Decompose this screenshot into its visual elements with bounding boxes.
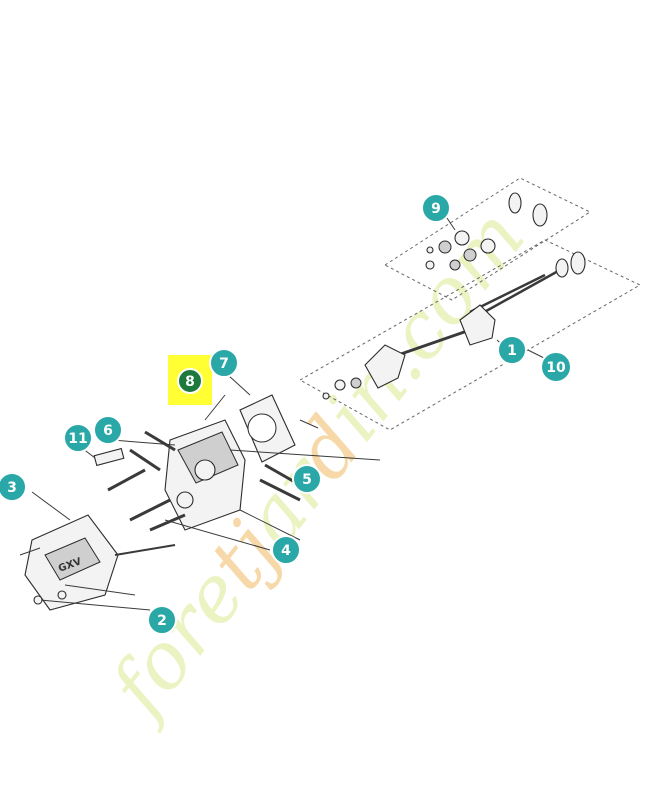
callout-1[interactable]: 1 (497, 335, 527, 365)
callout-11[interactable]: 11 (63, 423, 93, 453)
callout-11-label: 11 (68, 431, 87, 447)
callout-3[interactable]: 3 (0, 472, 27, 502)
callout-9[interactable]: 9 (421, 193, 451, 223)
callout-9-label: 9 (431, 201, 441, 217)
callout-2-label: 2 (157, 613, 167, 629)
callout-10[interactable]: 10 (540, 351, 572, 383)
callout-1-label: 1 (507, 343, 517, 359)
nut (322, 392, 330, 400)
callout-7-label: 7 (219, 356, 229, 372)
leader-2 (39, 599, 151, 611)
callout-4[interactable]: 4 (271, 535, 301, 565)
pushrod (469, 273, 546, 314)
nut (350, 377, 362, 389)
nut (334, 379, 346, 391)
watermark-text: foretjardin.com (91, 193, 543, 736)
head-gasket (227, 374, 319, 463)
kit-10-outline (298, 239, 642, 431)
rocker-shaft (397, 328, 471, 357)
callout-6[interactable]: 6 (93, 415, 123, 445)
valve-head (570, 251, 586, 275)
kit-9-outline (384, 177, 592, 301)
callout-6-label: 6 (103, 423, 113, 439)
rocker-assembly (298, 177, 642, 431)
callout-7[interactable]: 7 (209, 348, 239, 378)
spark-plug (81, 447, 125, 467)
rocker-bracket (459, 304, 496, 346)
callout-5-label: 5 (302, 472, 312, 488)
valve-head (555, 258, 569, 278)
callout-10-label: 10 (546, 360, 566, 376)
callout-8[interactable]: 8 (177, 368, 203, 394)
watermark: foretjardin.com (91, 193, 543, 736)
leader-7 (227, 374, 251, 396)
callout-8-label: 8 (185, 374, 195, 390)
leader-6 (111, 439, 176, 446)
rocker-arm (364, 344, 406, 389)
valve-springs (425, 230, 496, 271)
leader-3 (31, 491, 71, 521)
callout-3-label: 3 (7, 480, 17, 496)
callout-4-label: 4 (281, 543, 291, 559)
valve-head (532, 203, 548, 227)
callout-5[interactable]: 5 (292, 464, 322, 494)
valve-cover: GXV (19, 491, 176, 611)
cylinder-head (164, 394, 381, 551)
leader-4 (239, 509, 301, 541)
callout-2[interactable]: 2 (147, 605, 177, 635)
valve-head (508, 192, 522, 214)
